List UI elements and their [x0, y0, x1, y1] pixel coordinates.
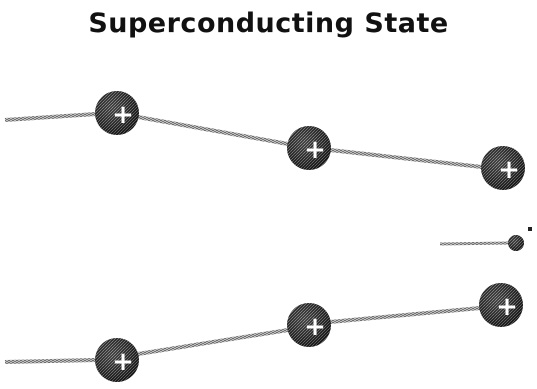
- upper-link-2: [329, 148, 483, 169]
- lower-lead-link: [4, 358, 97, 364]
- lower-ion-2: +: [287, 303, 331, 347]
- lower-link-2: [329, 306, 481, 324]
- electron: [439, 227, 532, 251]
- ion-plus-symbol: +: [304, 135, 326, 165]
- ion-plus-symbol: +: [496, 292, 518, 322]
- ion-plus-symbol: +: [112, 100, 134, 130]
- lower-ion-1: +: [95, 338, 139, 382]
- upper-ion-3: +: [481, 146, 525, 190]
- upper-lead-link: [4, 112, 97, 122]
- ion-plus-symbol: +: [498, 155, 520, 185]
- lower-ion-3: +: [479, 283, 523, 327]
- diagram-title: Superconducting State: [88, 8, 449, 39]
- lower-chain: + + +: [4, 283, 523, 382]
- ion-plus-symbol: +: [112, 347, 134, 377]
- ion-plus-symbol: +: [304, 312, 326, 342]
- lower-link-1: [137, 328, 289, 356]
- upper-ion-2: +: [287, 126, 331, 170]
- electron-charge-mark: [528, 227, 532, 231]
- electron-trail: [439, 241, 511, 246]
- upper-chain: + + +: [4, 91, 525, 190]
- upper-link-1: [137, 115, 289, 146]
- upper-ion-1: +: [95, 91, 139, 135]
